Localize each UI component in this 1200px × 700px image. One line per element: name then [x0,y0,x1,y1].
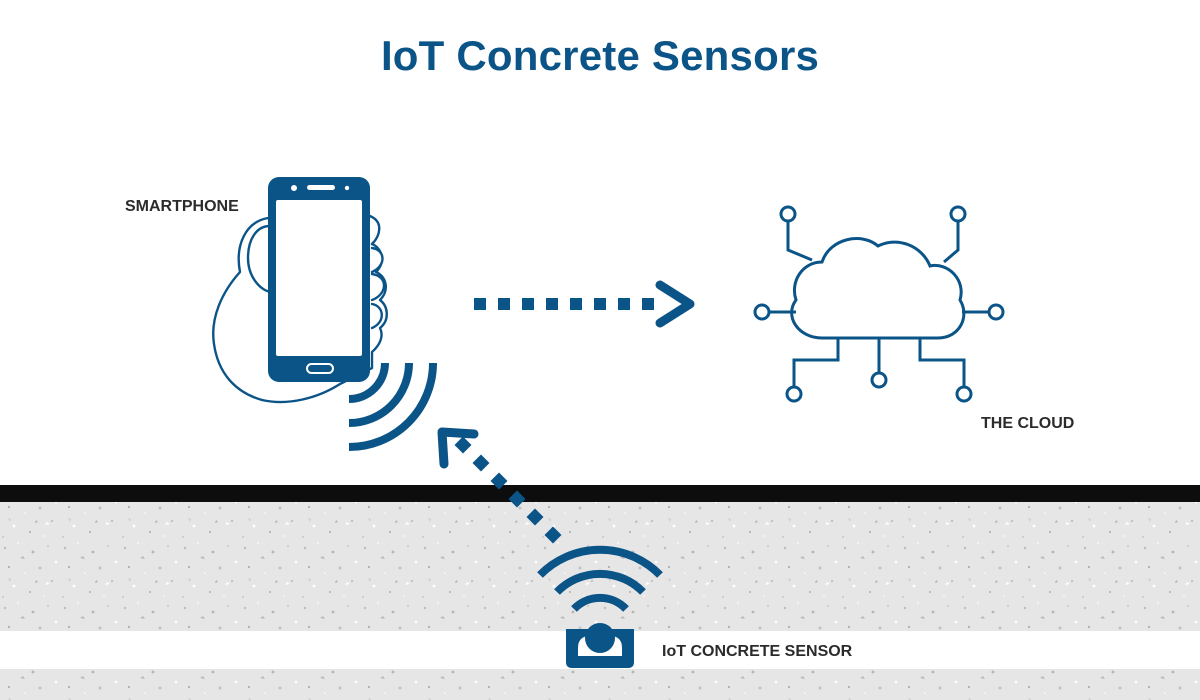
cloud-circuit-top-right [943,222,960,264]
smartphone-label: SMARTPHONE [125,198,239,215]
sensor-core [585,623,615,653]
phone-home-button [306,363,334,374]
arrow-dot [570,298,582,310]
sensor-signal-arc-1 [571,593,629,612]
sensor-label: IoT CONCRETE SENSOR [662,643,853,660]
arrow-dot [498,298,510,310]
arrow-head-up-left [437,427,479,469]
ground-line [0,485,1200,502]
circuit-node [753,303,771,321]
thumb-outline [246,224,274,294]
arrow-dot [522,298,534,310]
arrow-dot [508,490,526,508]
circuit-node [785,385,803,403]
concrete-sensor-icon [537,545,663,668]
smartphone-in-hand-icon [212,177,388,404]
phone-screen [276,200,362,356]
arrow-dot [546,298,558,310]
phone-signal-arc-2 [348,362,413,427]
finger-tip-4 [370,302,383,330]
sensor-signal-arc-3 [537,545,663,578]
circuit-node [955,385,973,403]
cloud-label: THE CLOUD [981,415,1075,432]
arrow-dot [618,298,630,310]
arrow-phone-to-cloud [474,280,695,328]
arrow-head-right [655,280,695,328]
finger-tip-3 [370,272,386,302]
arrow-dot [474,298,486,310]
phone-signal-arc-3 [348,362,437,451]
page-title: IoT Concrete Sensors [380,32,820,79]
arrow-dot [490,472,508,490]
circuit-node [949,205,967,223]
cloud-circuit-top-left [786,222,813,262]
circuit-node [870,371,888,389]
arrow-sensor-to-phone [437,427,562,544]
phone-wireless-signal-icon [348,362,437,451]
phone-sensor-dot [344,185,350,191]
arrow-dot [454,436,472,454]
cloud-network-icon [753,205,1005,403]
arrow-dot [594,298,606,310]
finger-tip-2 [370,246,384,274]
cloud-circuit-bottom-right [918,338,966,386]
circuit-node [779,205,797,223]
cloud-outline [790,237,966,340]
arrow-dot [642,298,654,310]
sensor-wireless-signal-icon [537,545,663,612]
arrow-dot [544,526,562,544]
finger-tip-1 [368,214,381,246]
arrow-dot [526,508,544,526]
cloud-circuit-bottom-left [792,338,840,386]
phone-camera [291,185,297,191]
phone-speaker [307,185,335,190]
circuit-node [987,303,1005,321]
phone-signal-arc-1 [348,362,389,403]
sensor-signal-arc-2 [554,569,646,595]
arrow-dot [472,454,490,472]
